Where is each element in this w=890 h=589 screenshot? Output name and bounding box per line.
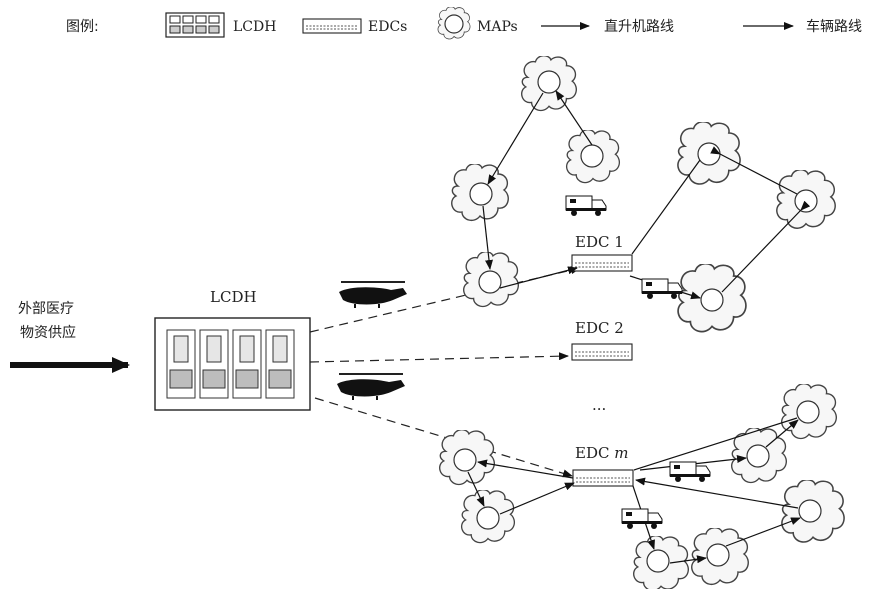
map-node [678,264,746,332]
map-node [692,528,749,585]
map-node [782,384,837,439]
truck-icon [622,509,662,529]
legend-lcdh-icon [166,13,224,37]
map-node [464,252,519,307]
ellipsis: ... [592,396,606,414]
supply-label-line1: 外部医疗 [18,301,74,317]
map-node [782,480,844,542]
truck-icon [566,196,606,216]
map-node [777,170,835,229]
legend-helicopter-label: 直升机路线 [604,18,674,35]
map-node [634,536,689,589]
helicopter-route-edc2 [310,356,568,362]
edc2-label: EDC 2 [575,319,624,337]
supply-label-line2: 物资供应 [20,324,76,341]
legend-edcs-label: EDCs [368,19,407,35]
legend: 图例: LCDH EDCs MAPs 直升机路线 车辆路线 [66,7,862,39]
truck-icon [642,279,682,299]
map-node [452,164,509,221]
edc2-depot [572,344,632,360]
lcdh-label: LCDH [210,288,257,306]
legend-lcdh-label: LCDH [233,19,276,35]
map-node [567,130,620,183]
edc1-depot [572,255,632,271]
helicopter-icon [337,374,405,400]
lcdh-building [155,318,310,410]
legend-vehicle-label: 车辆路线 [806,18,862,35]
edc1-label: EDC 1 [575,233,624,251]
truck-icon [670,462,710,482]
map-node [440,430,495,485]
legend-title: 图例: [66,19,99,35]
helicopter-icon [339,282,407,308]
map-node [462,490,515,543]
map-node [678,122,740,184]
edcm-depot [573,470,633,486]
map-node [522,56,577,111]
vehicle-routes-edc1 [483,91,801,298]
legend-edc-icon [303,19,361,33]
legend-map-icon [438,7,470,39]
edcm-label: EDC m [575,444,628,462]
legend-maps-label: MAPs [477,19,518,35]
